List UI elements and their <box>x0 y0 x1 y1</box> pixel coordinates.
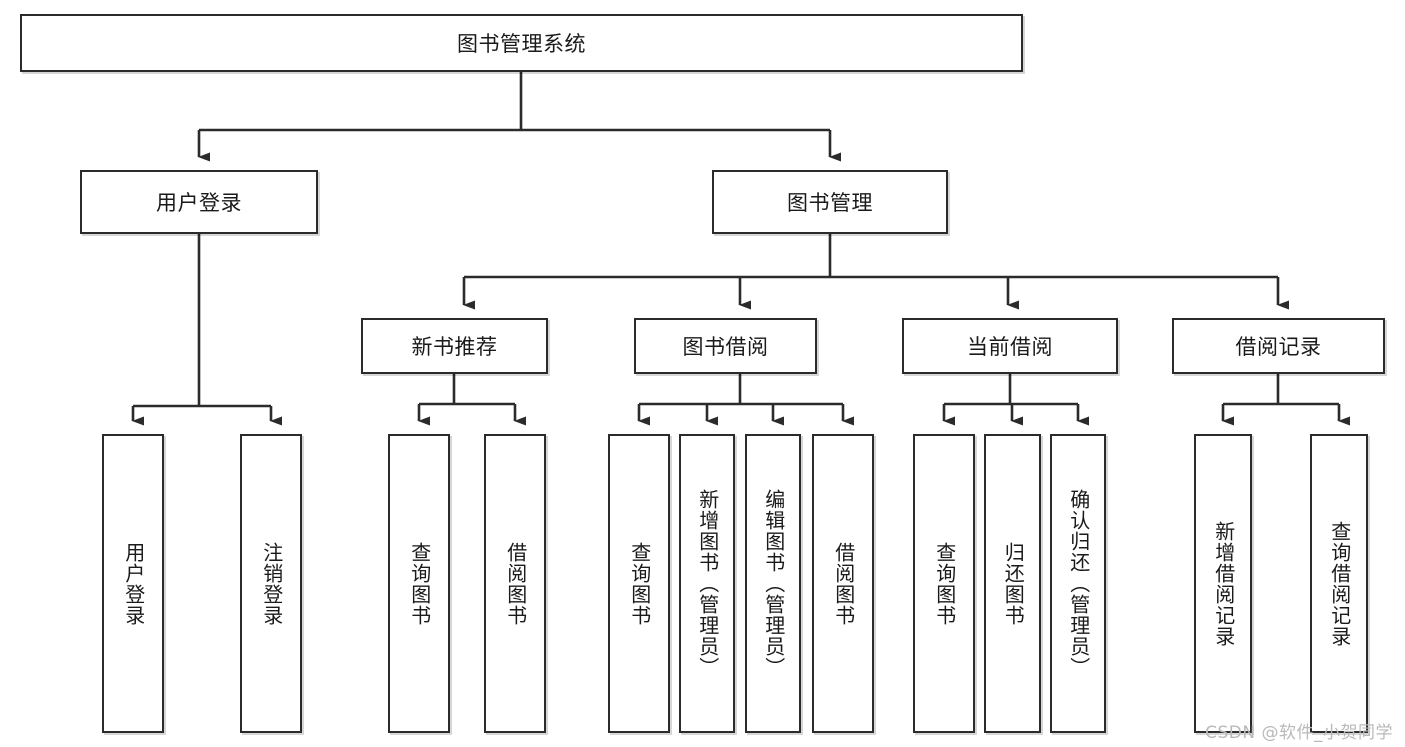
leaf-query-borrow-record[interactable]: 查询借阅记录 <box>1310 434 1368 733</box>
node-user-login[interactable]: 用户登录 <box>80 170 318 234</box>
node-new-book-recommend[interactable]: 新书推荐 <box>361 318 548 374</box>
node-current-borrow[interactable]: 当前借阅 <box>902 318 1118 374</box>
node-borrow-records[interactable]: 借阅记录 <box>1172 318 1385 374</box>
leaf-borrow-book-label: 借阅图书 <box>831 541 856 626</box>
node-root-label: 图书管理系统 <box>457 32 586 56</box>
node-book-borrow[interactable]: 图书借阅 <box>634 318 817 374</box>
leaf-edit-book-admin-label: 编辑图书（管理员） <box>761 489 786 678</box>
leaf-add-book-admin[interactable]: 新增图书（管理员） <box>679 434 735 733</box>
node-current-borrow-label: 当前借阅 <box>967 335 1053 359</box>
node-book-borrow-label: 图书借阅 <box>682 335 769 359</box>
leaf-user-login[interactable]: 用户登录 <box>102 434 164 733</box>
node-borrow-records-label: 借阅记录 <box>1235 335 1322 359</box>
leaf-logout-login[interactable]: 注销登录 <box>240 434 302 733</box>
leaf-borrow-book-recommend-label: 借阅图书 <box>503 541 528 626</box>
leaf-query-book-recommend[interactable]: 查询图书 <box>388 434 450 733</box>
leaf-query-book-current-label: 查询图书 <box>932 541 957 626</box>
node-user-login-label: 用户登录 <box>156 191 242 215</box>
watermark: CSDN @软件_小贺同学 <box>1205 723 1393 743</box>
node-root[interactable]: 图书管理系统 <box>20 14 1023 72</box>
leaf-query-book-borrow-label: 查询图书 <box>627 541 652 626</box>
leaf-add-borrow-record-label: 新增借阅记录 <box>1211 520 1236 647</box>
leaf-borrow-book[interactable]: 借阅图书 <box>812 434 874 733</box>
leaf-logout-login-label: 注销登录 <box>259 541 284 626</box>
leaf-confirm-return-admin-label: 确认归还（管理员） <box>1066 489 1091 678</box>
leaf-query-book-current[interactable]: 查询图书 <box>913 434 975 733</box>
node-new-book-recommend-label: 新书推荐 <box>411 335 498 359</box>
leaf-add-borrow-record[interactable]: 新增借阅记录 <box>1194 434 1252 733</box>
leaf-query-borrow-record-label: 查询借阅记录 <box>1327 520 1352 647</box>
node-book-management[interactable]: 图书管理 <box>712 170 948 234</box>
leaf-confirm-return-admin[interactable]: 确认归还（管理员） <box>1050 434 1106 733</box>
leaf-return-book-label: 归还图书 <box>1001 541 1026 626</box>
leaf-borrow-book-recommend[interactable]: 借阅图书 <box>484 434 546 733</box>
leaf-user-login-label: 用户登录 <box>121 541 146 626</box>
leaf-add-book-admin-label: 新增图书（管理员） <box>695 489 720 678</box>
node-book-management-label: 图书管理 <box>787 191 873 215</box>
leaf-edit-book-admin[interactable]: 编辑图书（管理员） <box>745 434 801 733</box>
leaf-query-book-borrow[interactable]: 查询图书 <box>608 434 670 733</box>
leaf-query-book-recommend-label: 查询图书 <box>407 541 432 626</box>
leaf-return-book[interactable]: 归还图书 <box>984 434 1041 733</box>
